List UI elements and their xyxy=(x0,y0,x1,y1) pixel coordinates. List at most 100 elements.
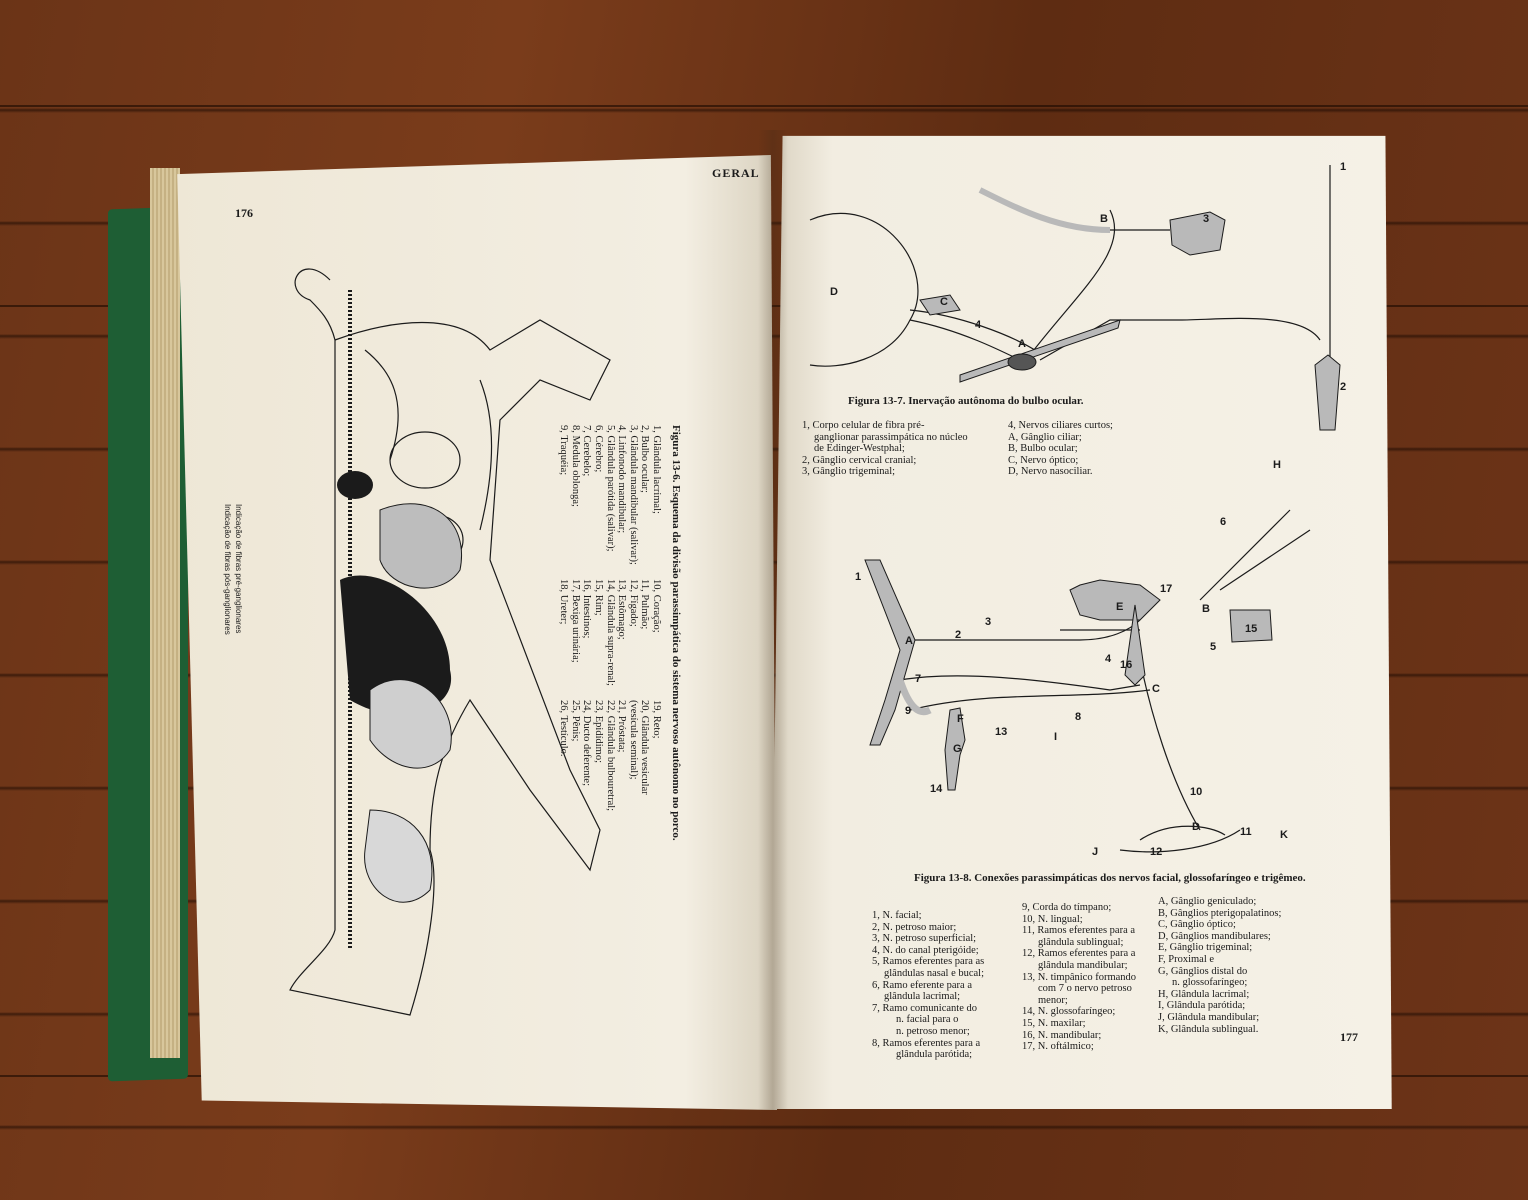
list-item: 9, Traquéia; xyxy=(558,425,570,476)
list-item: glândula sublingual; xyxy=(1038,936,1124,948)
pig-parasympathetic-diagram xyxy=(289,268,611,1016)
list-item: 5, Glândula parótida (salivar); xyxy=(604,425,616,552)
fig7-label: B xyxy=(1100,213,1108,225)
fig8-label: F xyxy=(957,713,964,725)
list-item: 9, Corda do tímpano; xyxy=(1022,902,1112,913)
fig-13-7-diagram: D C A 4 B 3 1 2 xyxy=(809,161,1346,431)
fig8-label: 6 xyxy=(1220,516,1226,528)
fig8-label: 16 xyxy=(1120,659,1132,671)
fig-13-6-list-col3: 19, Reto; 20, Glândula vesicular (vesícu… xyxy=(558,700,662,811)
page-edges xyxy=(150,168,180,1058)
list-item: 1, Glândula lacrimal; xyxy=(651,425,662,514)
page-number-right: 177 xyxy=(1340,1030,1358,1044)
fig-13-7-list-left: 1, Corpo celular de fibra pré- gangliona… xyxy=(802,420,968,478)
right-page xyxy=(770,135,1392,1109)
list-item: 24, Ducto deferente; xyxy=(581,699,593,786)
list-item: 14, N. glossofaríngeo; xyxy=(1022,1006,1116,1018)
fig8-label: J xyxy=(1092,846,1098,858)
fig7-label: 2 xyxy=(1340,381,1346,393)
list-item: 1, Corpo celular de fibra pré- xyxy=(802,420,925,431)
fig8-label: 2 xyxy=(955,629,961,641)
fig8-label: A xyxy=(905,635,913,647)
fig8-label: 3 xyxy=(985,616,991,628)
fig8-label: H xyxy=(1273,459,1281,471)
fig8-label: 10 xyxy=(1190,786,1202,798)
list-item: K, Glândula sublingual. xyxy=(1158,1023,1259,1035)
list-item: 17, Bexiga urinária; xyxy=(569,578,581,663)
legend-postganglionic: Indicação de fibras pós-ganglionares xyxy=(223,504,232,635)
running-header: GERAL xyxy=(712,166,760,180)
list-item: 23, Epidídimo; xyxy=(593,699,605,763)
list-item: 20, Glândula vesicular xyxy=(639,699,651,795)
list-item: 1, N. facial; xyxy=(872,910,922,921)
list-item: 7, Cerebelo; xyxy=(581,425,593,477)
fig7-label: C xyxy=(940,296,948,308)
list-item: F, Proximal e xyxy=(1158,953,1215,965)
fig8-label: 14 xyxy=(930,783,943,795)
list-item: A, Gânglio ciliar; xyxy=(1008,431,1082,443)
list-item: n. glossofaríngeo; xyxy=(1172,977,1248,989)
list-item: 4, Nervos ciliares curtos; xyxy=(1008,420,1113,431)
fig-13-6-text-block: Figura 13-6. Esquema da divisão parassim… xyxy=(558,425,682,841)
list-item: 7, Ramo comunicante do xyxy=(872,1002,977,1014)
list-item: 16, N. mandibular; xyxy=(1022,1029,1102,1041)
fig7-label: 1 xyxy=(1340,161,1346,173)
list-item: 13, Estômago; xyxy=(616,578,628,640)
list-item: C, Nervo óptico; xyxy=(1008,454,1079,466)
list-item: 18, Ureter; xyxy=(558,578,570,625)
fig8-label: G xyxy=(953,743,962,755)
list-item: 8, Ramos eferentes para a xyxy=(872,1037,981,1049)
list-item: glândula mandibular; xyxy=(1038,959,1128,971)
list-item: 6, Cérebro; xyxy=(593,425,605,473)
list-item: n. petroso menor; xyxy=(896,1025,970,1037)
fig8-label: C xyxy=(1152,683,1160,695)
fig8-label: 15 xyxy=(1245,623,1257,635)
fig8-label: B xyxy=(1202,603,1210,615)
list-item: 8, Medula oblonga; xyxy=(569,425,581,507)
list-item: 4, Linfonodo mandibular; xyxy=(616,425,628,534)
list-item: B, Gânglios pterigopalatinos; xyxy=(1158,907,1282,919)
list-item: n. facial para o xyxy=(896,1014,959,1026)
list-item: B, Bulbo ocular; xyxy=(1008,443,1078,455)
fig8-label: 5 xyxy=(1210,641,1216,653)
list-item: 10, Coração; xyxy=(651,578,662,633)
list-item: 11, Pulmão; xyxy=(639,578,651,630)
list-item: H, Glândula lacrimal; xyxy=(1158,988,1250,1000)
fig-13-6-list-col2: 10, Coração; 11, Pulmão; 12, Fígado; 13,… xyxy=(558,579,662,686)
fig-13-6-list-col1: 1, Glândula lacrimal; 2, Bulbo ocular; 3… xyxy=(558,425,662,565)
fig8-label: 11 xyxy=(1240,826,1252,838)
fig8-label: K xyxy=(1280,829,1288,841)
list-item: 12, Fígado; xyxy=(627,578,639,627)
list-item: 2, N. petroso maior; xyxy=(872,921,957,933)
fig8-label: D xyxy=(1192,821,1200,833)
fig8-label: I xyxy=(1054,731,1057,743)
fig8-label: 12 xyxy=(1150,846,1162,858)
fig-13-7-caption: Figura 13-7. Inervação autônoma do bulbo… xyxy=(848,395,1084,407)
list-item: 26, Testículo. xyxy=(558,699,570,757)
list-item: 3, Glândula mandibular (salivar); xyxy=(627,425,639,565)
list-item: 3, Gânglio trigeminal; xyxy=(802,466,896,478)
list-item: ganglionar parassimpática no núcleo xyxy=(814,431,968,443)
list-item: A, Gânglio geniculado; xyxy=(1158,896,1257,907)
fig7-label: 3 xyxy=(1203,213,1209,225)
list-item: 19, Reto; xyxy=(651,699,662,739)
list-item: J, Glândula mandibular; xyxy=(1158,1011,1260,1023)
fig-13-7-list-right: 4, Nervos ciliares curtos; A, Gânglio ci… xyxy=(1008,420,1113,478)
list-item: 12, Ramos eferentes para a xyxy=(1022,948,1136,960)
list-item: 14, Glândula supra-renal; xyxy=(604,578,616,686)
fig7-label: A xyxy=(1018,338,1026,350)
list-item: 5, Ramos eferentes para as xyxy=(872,956,985,968)
list-item: 10, N. lingual; xyxy=(1022,913,1083,925)
list-item: 25, Pênis; xyxy=(569,699,581,742)
list-item: 15, Rim; xyxy=(593,578,605,616)
fig7-label: 4 xyxy=(975,319,982,331)
list-item: glândula parótida; xyxy=(896,1049,973,1061)
fig-13-8-list-col2: 9, Corda do tímpano; 10, N. lingual; 11,… xyxy=(1022,902,1136,1053)
fig8-label: 7 xyxy=(915,673,921,685)
page-number-left: 176 xyxy=(235,206,253,220)
fig8-label: 17 xyxy=(1160,583,1172,595)
fig7-label: D xyxy=(830,286,838,298)
list-item: (vesícula seminal); xyxy=(627,699,639,780)
list-item: 17, N. oftálmico; xyxy=(1022,1041,1094,1053)
list-item: I, Glândula parótida; xyxy=(1158,1000,1246,1012)
